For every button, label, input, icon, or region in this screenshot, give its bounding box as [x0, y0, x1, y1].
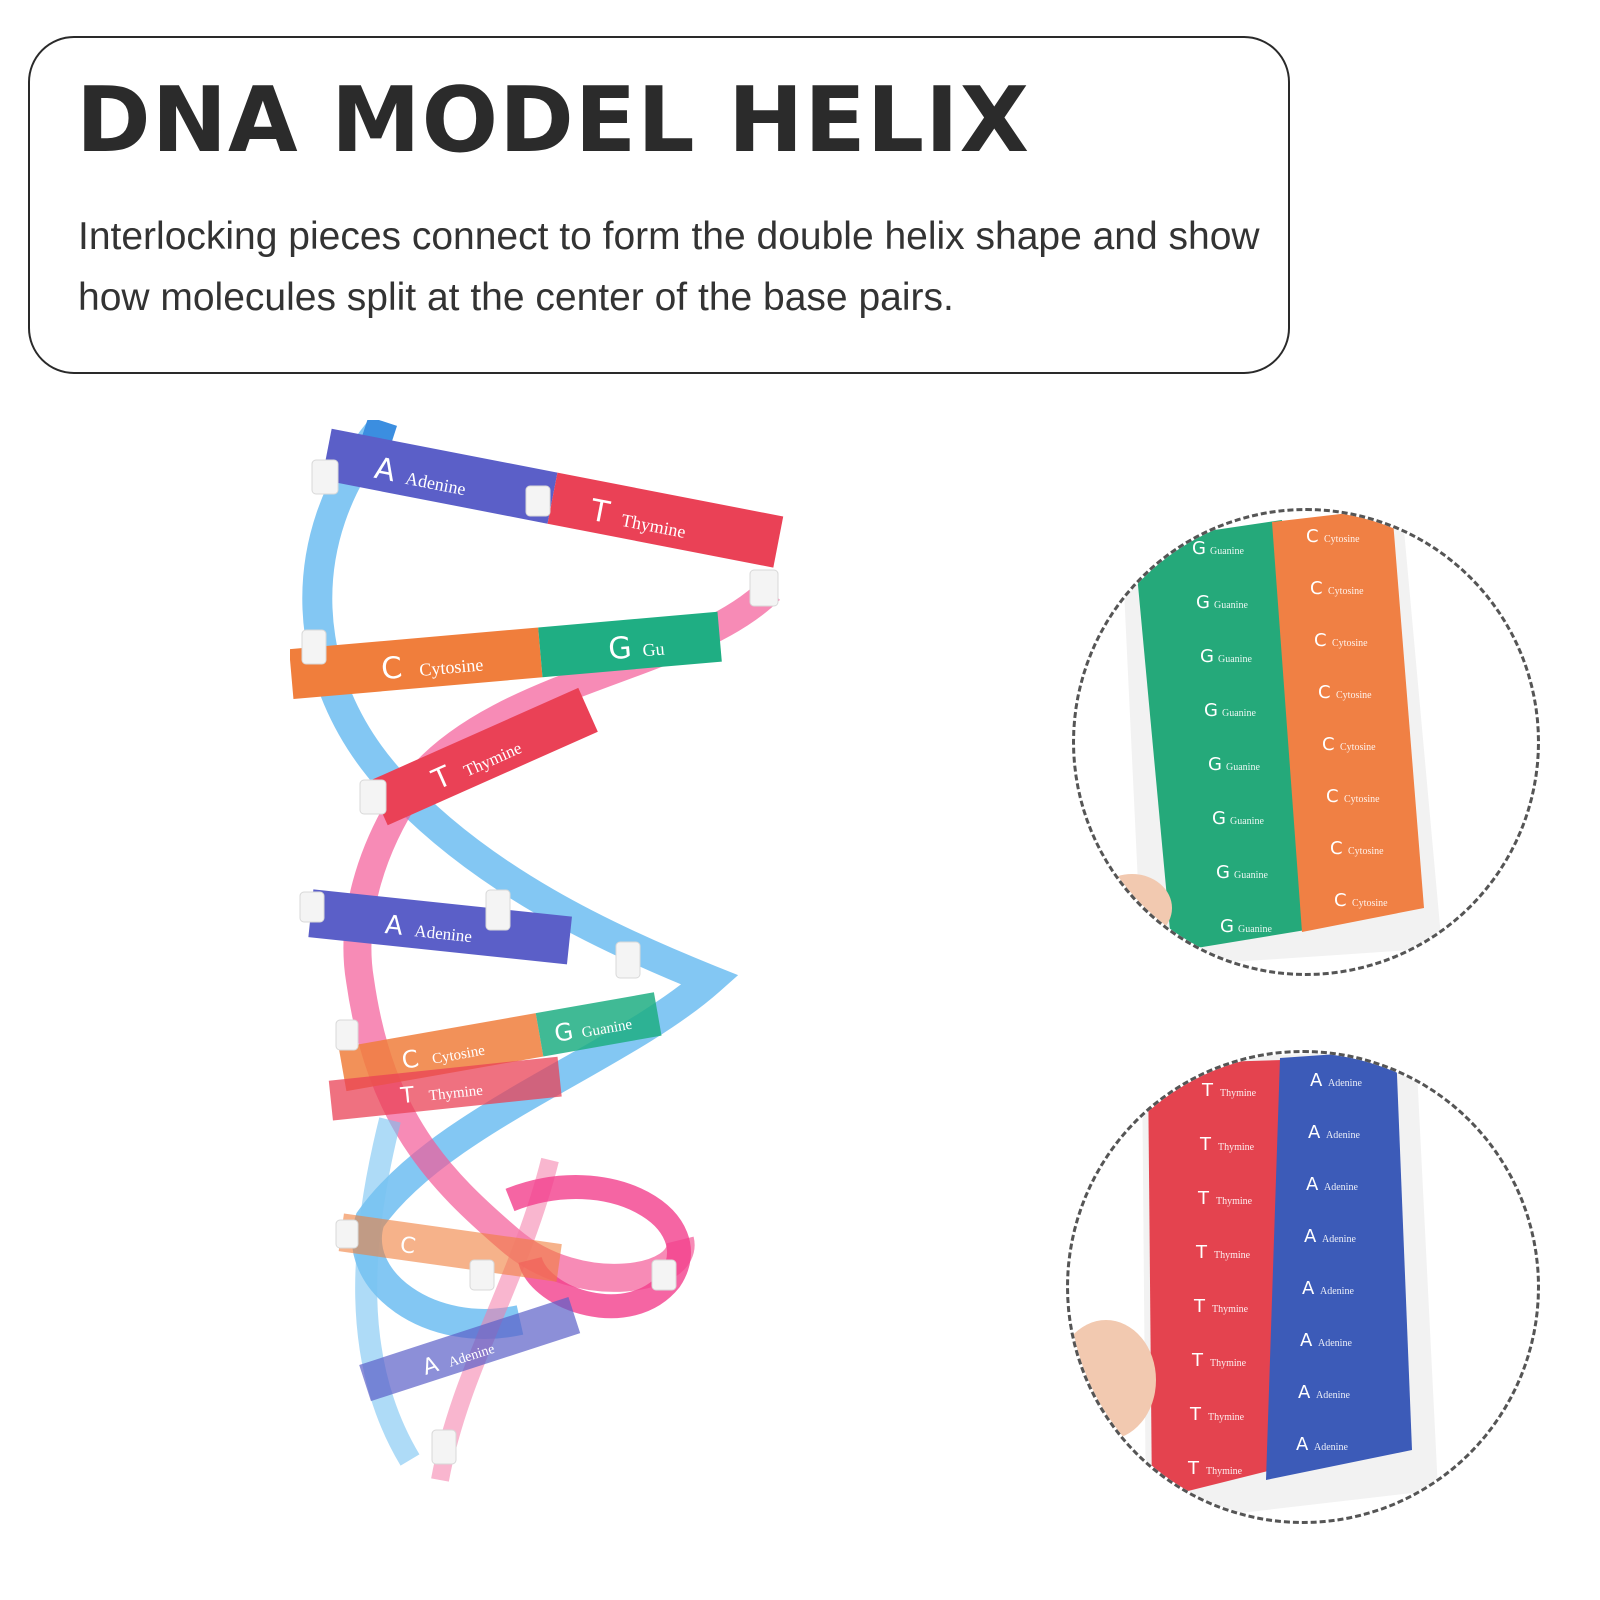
- backbone-blue-lower: [355, 1117, 420, 1466]
- svg-text:Thymine: Thymine: [1216, 1196, 1253, 1207]
- svg-text:Cytosine: Cytosine: [1340, 742, 1376, 753]
- svg-text:A: A: [1310, 1070, 1323, 1091]
- base-pair-c-3: C: [338, 1213, 562, 1282]
- svg-text:Guanine: Guanine: [1234, 870, 1268, 881]
- svg-text:T: T: [1199, 1134, 1212, 1155]
- svg-text:Adenine: Adenine: [1320, 1286, 1354, 1297]
- svg-text:Thymine: Thymine: [1220, 1088, 1257, 1099]
- svg-text:A: A: [1302, 1278, 1315, 1299]
- svg-text:Thymine: Thymine: [1206, 1466, 1243, 1477]
- svg-text:Guanine: Guanine: [1214, 600, 1248, 611]
- header-box: DNA MODEL HELIX Interlocking pieces conn…: [28, 36, 1290, 374]
- svg-text:A: A: [1298, 1382, 1311, 1403]
- svg-text:Cytosine: Cytosine: [1336, 690, 1372, 701]
- svg-text:C: C: [1318, 682, 1331, 703]
- svg-text:Thymine: Thymine: [1218, 1142, 1255, 1153]
- svg-text:A: A: [1300, 1330, 1313, 1351]
- svg-text:Adenine: Adenine: [1328, 1078, 1362, 1089]
- svg-text:C: C: [1330, 838, 1343, 859]
- svg-text:Guanine: Guanine: [1230, 816, 1264, 827]
- svg-text:A: A: [420, 1352, 442, 1380]
- svg-text:Adenine: Adenine: [1316, 1390, 1350, 1401]
- svg-text:Gu: Gu: [642, 639, 666, 661]
- dna-helix-model: A Adenine T Thymine C Cytosine G Gu T Th…: [290, 420, 784, 1482]
- page-title: DNA MODEL HELIX: [76, 68, 1030, 173]
- detail-card-guanine-cytosine: G G G G G G G G C C C C C C C C Guanine …: [1072, 508, 1540, 976]
- svg-text:T: T: [1201, 1080, 1214, 1101]
- page-description: Interlocking pieces connect to form the …: [78, 215, 1260, 319]
- svg-text:Adenine: Adenine: [1324, 1182, 1358, 1193]
- gc-card-art: G G G G G G G G C C C C C C C C Guanine …: [1075, 511, 1537, 973]
- svg-text:T: T: [1193, 1296, 1206, 1317]
- svg-text:T: T: [399, 1083, 417, 1109]
- svg-text:Adenine: Adenine: [1326, 1130, 1360, 1141]
- svg-text:G: G: [1196, 592, 1210, 613]
- svg-text:Cytosine: Cytosine: [1328, 586, 1364, 597]
- detail-card-thymine-adenine: T T T T T T T T A A A A A A A A Thymine …: [1066, 1050, 1540, 1524]
- svg-text:A: A: [1304, 1226, 1317, 1247]
- svg-text:C: C: [380, 651, 404, 688]
- svg-text:G: G: [1212, 808, 1226, 829]
- svg-text:C: C: [1334, 890, 1347, 911]
- svg-text:T: T: [1197, 1188, 1210, 1209]
- svg-text:G: G: [1208, 754, 1222, 775]
- svg-text:G: G: [607, 630, 633, 667]
- base-pair-t-2: T Thymine: [368, 687, 598, 826]
- svg-text:C: C: [398, 1233, 417, 1260]
- svg-text:Adenine: Adenine: [1318, 1338, 1352, 1349]
- base-pair-t-3: T Thymine: [328, 1056, 562, 1121]
- svg-text:Cytosine: Cytosine: [1332, 638, 1368, 649]
- svg-text:C: C: [1326, 786, 1339, 807]
- svg-text:Cytosine: Cytosine: [1324, 534, 1360, 545]
- svg-text:G: G: [1192, 538, 1206, 559]
- svg-text:Guanine: Guanine: [1210, 546, 1244, 557]
- hand-thumb: [1092, 874, 1172, 942]
- svg-text:Cytosine: Cytosine: [1344, 794, 1380, 805]
- svg-text:Cytosine: Cytosine: [1348, 846, 1384, 857]
- backbone-pink: [343, 579, 780, 1292]
- svg-text:C: C: [1314, 630, 1327, 651]
- svg-text:Cytosine: Cytosine: [1352, 898, 1388, 909]
- svg-text:Guanine: Guanine: [1238, 924, 1272, 935]
- base-pair-a-2: A Adenine: [308, 889, 572, 965]
- svg-text:A: A: [383, 910, 404, 942]
- svg-text:T: T: [1189, 1404, 1202, 1425]
- svg-text:Guanine: Guanine: [1226, 762, 1260, 773]
- svg-text:Thymine: Thymine: [1208, 1412, 1245, 1423]
- base-pair-c-g-1: C Cytosine G Gu: [290, 611, 722, 700]
- svg-text:T: T: [1187, 1458, 1200, 1479]
- connector-clips: [299, 459, 779, 1465]
- svg-text:G: G: [1200, 646, 1214, 667]
- svg-text:A: A: [1296, 1434, 1309, 1455]
- svg-text:A: A: [1306, 1174, 1319, 1195]
- svg-text:Guanine: Guanine: [1222, 708, 1256, 719]
- base-pair-a-t-1: A Adenine T Thymine: [321, 428, 784, 568]
- svg-text:G: G: [552, 1017, 575, 1048]
- svg-text:T: T: [1195, 1242, 1208, 1263]
- svg-text:G: G: [1204, 700, 1218, 721]
- svg-text:G: G: [1220, 916, 1234, 937]
- svg-text:Thymine: Thymine: [1210, 1358, 1247, 1369]
- svg-text:T: T: [1191, 1350, 1204, 1371]
- svg-text:G: G: [1216, 862, 1230, 883]
- svg-text:Adenine: Adenine: [1314, 1442, 1348, 1453]
- svg-text:Adenine: Adenine: [1322, 1234, 1356, 1245]
- svg-text:Thymine: Thymine: [1214, 1250, 1251, 1261]
- svg-text:C: C: [1322, 734, 1335, 755]
- svg-text:A: A: [1308, 1122, 1321, 1143]
- svg-text:Thymine: Thymine: [1212, 1304, 1249, 1315]
- svg-text:Guanine: Guanine: [1218, 654, 1252, 665]
- svg-text:Thymine: Thymine: [428, 1083, 484, 1105]
- ta-card-art: T T T T T T T T A A A A A A A A Thymine …: [1069, 1053, 1537, 1521]
- svg-text:C: C: [1306, 526, 1319, 547]
- svg-text:C: C: [1310, 578, 1323, 599]
- svg-text:C: C: [400, 1044, 421, 1074]
- base-pair-c-g-2: C Cytosine G Guanine: [338, 992, 662, 1092]
